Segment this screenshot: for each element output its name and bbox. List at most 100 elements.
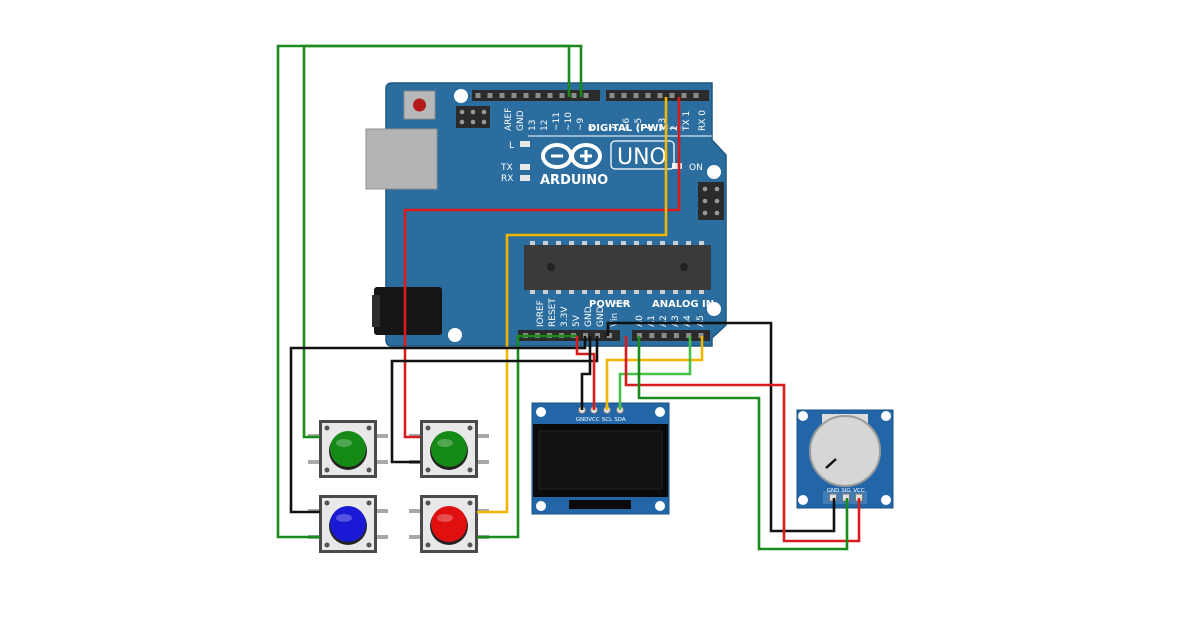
digital-pin-label: TX 1: [682, 111, 692, 132]
digital-pin-socket[interactable]: [621, 93, 627, 98]
icsp-header: [456, 106, 490, 128]
digital-pin-socket[interactable]: [475, 93, 481, 98]
digital-pin-label: 4: [646, 125, 656, 131]
digital-pin-label: 13: [528, 120, 538, 131]
digital-pin-label: 8: [588, 125, 598, 131]
mounting-hole: [707, 302, 721, 316]
digital-pin-label: ~6: [622, 117, 632, 131]
mounting-hole: [798, 411, 808, 421]
digital-pin-label: 2: [670, 125, 680, 131]
digital-pin-socket[interactable]: [499, 93, 505, 98]
led-rx: RX: [501, 174, 530, 184]
button-top-left[interactable]: [308, 420, 388, 478]
chip-pin: [686, 289, 691, 294]
wire-red-d2: [403, 97, 681, 439]
button-top-right[interactable]: [409, 420, 489, 478]
digital-pin-socket[interactable]: [535, 93, 541, 98]
digital-pin-socket[interactable]: [681, 93, 687, 98]
chip-pin: [647, 289, 652, 294]
wire-black-gnd-right: [390, 336, 599, 464]
chip-pin: [569, 241, 574, 246]
led-on: ON: [672, 163, 703, 173]
digital-pin-socket[interactable]: [547, 93, 553, 98]
digital-pin-socket[interactable]: [693, 93, 699, 98]
digital-pin-label: ~10: [564, 112, 574, 131]
pot-knob-icon[interactable]: [809, 415, 881, 487]
power-pin-label: Vin: [610, 313, 620, 327]
button-bottom-right[interactable]: [409, 495, 489, 553]
chip-pin: [582, 241, 587, 246]
analog-pin-socket[interactable]: [698, 333, 704, 338]
button-leg: [308, 460, 322, 464]
digital-pin-socket[interactable]: [511, 93, 517, 98]
analog-pin-socket[interactable]: [686, 333, 692, 338]
chip-pin: [608, 289, 613, 294]
button-corner-dot: [425, 425, 431, 431]
button-corner-dot: [366, 500, 372, 506]
analog-pin-socket[interactable]: [661, 333, 667, 338]
digital-pin-socket[interactable]: [559, 93, 565, 98]
pot-pin-label: VCC: [853, 488, 865, 494]
analog-pin-socket[interactable]: [673, 333, 679, 338]
oled-active-area: [538, 430, 663, 490]
button-cap-green[interactable]: [431, 431, 467, 467]
chip-pin: [634, 241, 639, 246]
digital-pin-socket[interactable]: [609, 93, 615, 98]
button-corner-dot: [425, 500, 431, 506]
mounting-hole: [448, 328, 462, 342]
chip-pin: [569, 289, 574, 294]
analog-pin-socket[interactable]: [649, 333, 655, 338]
svg-text:UNO: UNO: [617, 145, 667, 170]
button-cap-red[interactable]: [431, 506, 467, 542]
power-pin-socket[interactable]: [607, 333, 612, 338]
icsp-side-header: [698, 182, 724, 220]
digital-pin-socket[interactable]: [657, 93, 663, 98]
chip-pin: [530, 289, 535, 294]
button-cap-highlight: [437, 439, 453, 447]
led-tx: TX: [500, 163, 530, 173]
wire-yellow-d5: [477, 97, 668, 514]
power-pin-socket[interactable]: [595, 333, 600, 338]
button-bottom-left[interactable]: [308, 495, 388, 553]
wire-green-d10: [276, 44, 571, 539]
chip-pin: [556, 241, 561, 246]
wires: [276, 44, 861, 551]
button-leg: [374, 509, 388, 513]
analog-pin-label: A4: [683, 315, 693, 327]
digital-pin-socket[interactable]: [523, 93, 529, 98]
analog-pin-socket[interactable]: [637, 333, 642, 338]
chip-pin: [595, 289, 600, 294]
reset-button[interactable]: [403, 90, 436, 120]
mounting-hole: [655, 407, 665, 417]
power-pin-label: 5V: [572, 314, 582, 327]
button-leg: [475, 460, 489, 464]
button-corner-dot: [324, 425, 330, 431]
power-pin-socket[interactable]: [583, 333, 588, 338]
pot-pin-label: SIG: [841, 488, 850, 494]
button-cap-blue[interactable]: [330, 506, 366, 542]
button-corner-dot: [425, 542, 431, 548]
digital-pin-socket[interactable]: [669, 93, 675, 98]
digital-pin-socket[interactable]: [633, 93, 639, 98]
button-leg: [374, 535, 388, 539]
mounting-hole: [798, 495, 808, 505]
digital-pin-socket[interactable]: [645, 93, 651, 98]
button-cap-highlight: [336, 514, 352, 522]
button-leg: [409, 535, 423, 539]
power-jack: [372, 287, 442, 335]
digital-pin-label: ~9: [576, 117, 586, 131]
wire-red-oled-vcc: [575, 336, 596, 410]
wire-green-pot-sig: [637, 336, 849, 551]
digital-pin-socket[interactable]: [583, 93, 589, 98]
button-cap-highlight: [336, 439, 352, 447]
analog-pin-label: A1: [647, 315, 657, 327]
analog-header: [632, 330, 710, 341]
button-cap-green[interactable]: [330, 431, 366, 467]
power-pin-label: RESET: [548, 298, 558, 327]
led-l: L: [509, 141, 530, 151]
oled-pin-label: VCC: [588, 417, 600, 423]
digital-pin-socket[interactable]: [571, 93, 577, 98]
digital-pin-socket[interactable]: [487, 93, 493, 98]
